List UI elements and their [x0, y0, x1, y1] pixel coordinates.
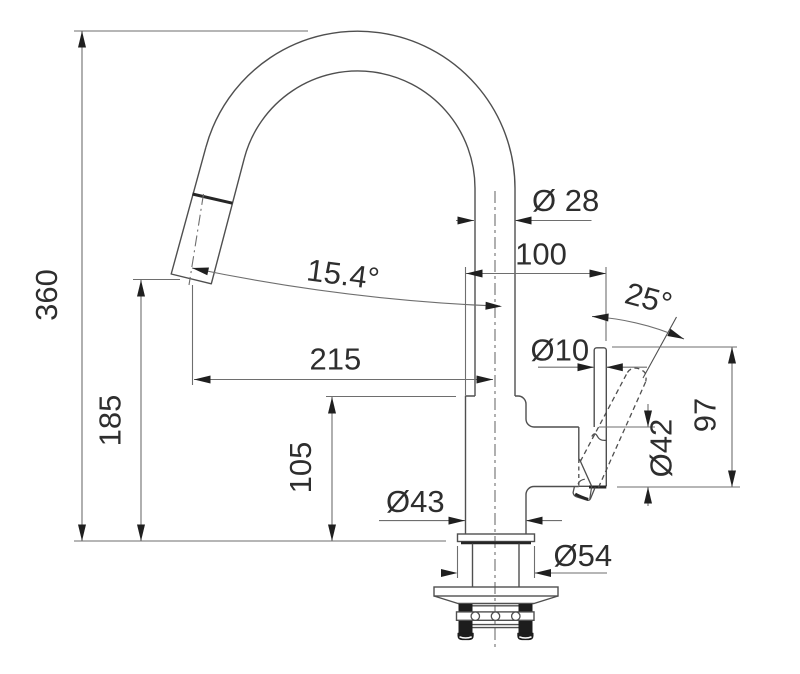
- svg-text:Ø54: Ø54: [554, 538, 613, 573]
- svg-text:360: 360: [29, 269, 64, 321]
- svg-text:100: 100: [515, 237, 567, 272]
- svg-text:Ø43: Ø43: [386, 484, 445, 519]
- svg-text:97: 97: [688, 398, 723, 432]
- svg-text:185: 185: [93, 395, 128, 447]
- svg-text:Ø42: Ø42: [644, 419, 679, 478]
- svg-text:105: 105: [283, 442, 318, 494]
- svg-text:Ø 28: Ø 28: [532, 183, 599, 218]
- svg-text:Ø10: Ø10: [531, 333, 590, 368]
- svg-text:215: 215: [310, 342, 362, 377]
